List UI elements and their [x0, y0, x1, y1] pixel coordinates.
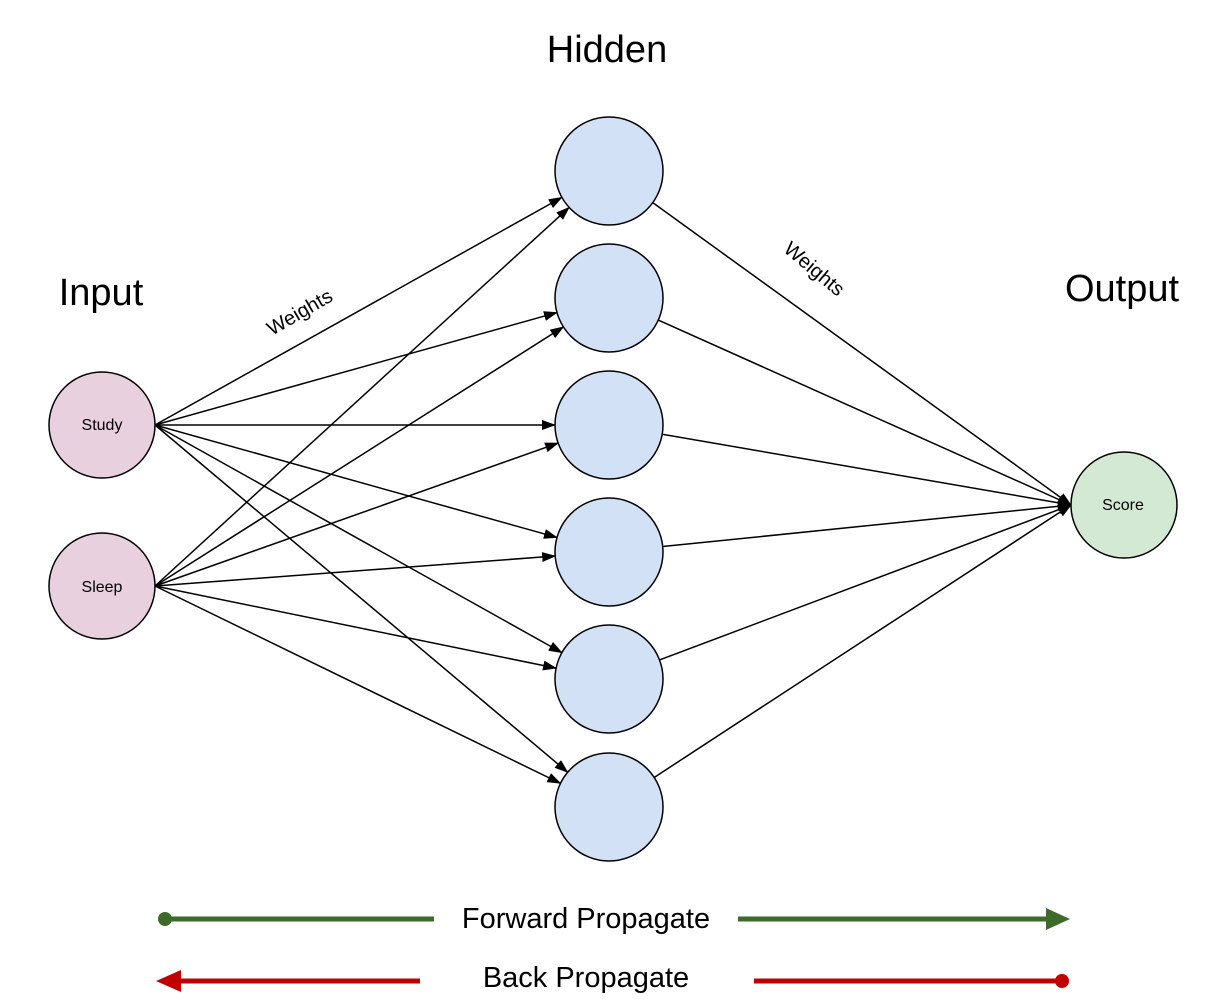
edge-input-1-hidden-6 [154, 424, 569, 773]
weights-label-input-hidden: Weights [263, 285, 336, 340]
input-node-study [48, 371, 156, 479]
back-propagate-label: Back Propagate [483, 962, 689, 994]
output-node-score [1070, 451, 1178, 559]
forward-propagate-arrow [158, 908, 1070, 930]
network-nodes [48, 116, 1178, 862]
input-node-label-sleep: Sleep [82, 579, 123, 596]
edge-input-2-hidden-1 [154, 206, 570, 587]
weights-label-hidden-output: Weights [779, 238, 848, 301]
edge-hidden-6-output [653, 504, 1072, 779]
edge-input-2-hidden-5 [154, 585, 558, 671]
edge-hidden-4-output [662, 501, 1072, 548]
input-node-sleep [48, 532, 156, 640]
hidden-node-1 [554, 116, 664, 226]
input-layer-title: Input [59, 272, 144, 314]
edge-hidden-5-output [659, 504, 1072, 661]
edge-input-1-hidden-4 [154, 424, 558, 539]
hidden-node-3 [554, 370, 664, 480]
hidden-layer-title: Hidden [547, 29, 667, 71]
edge-hidden-2-output [657, 319, 1072, 506]
edge-input-1-hidden-2 [154, 311, 558, 426]
forward-propagate-label: Forward Propagate [462, 903, 710, 935]
input-node-label-study: Study [82, 417, 123, 434]
output-layer-title: Output [1065, 268, 1180, 310]
edge-hidden-1-output [652, 202, 1072, 506]
edge-input-1-hidden-1 [154, 196, 563, 426]
hidden-node-4 [554, 497, 664, 607]
hidden-node-6 [554, 752, 664, 862]
hidden-node-5 [554, 624, 664, 734]
output-node-label-score: Score [1102, 497, 1144, 514]
hidden-node-2 [554, 243, 664, 353]
edge-input-2-hidden-3 [154, 442, 560, 587]
edge-input-2-hidden-4 [154, 552, 557, 587]
weight-connections [154, 196, 1072, 785]
edge-input-2-hidden-2 [154, 326, 565, 587]
edge-input-1-hidden-5 [154, 424, 563, 654]
back-propagate-arrow [156, 970, 1069, 992]
edge-hidden-3-output [662, 433, 1072, 508]
edge-input-2-hidden-6 [154, 585, 562, 785]
